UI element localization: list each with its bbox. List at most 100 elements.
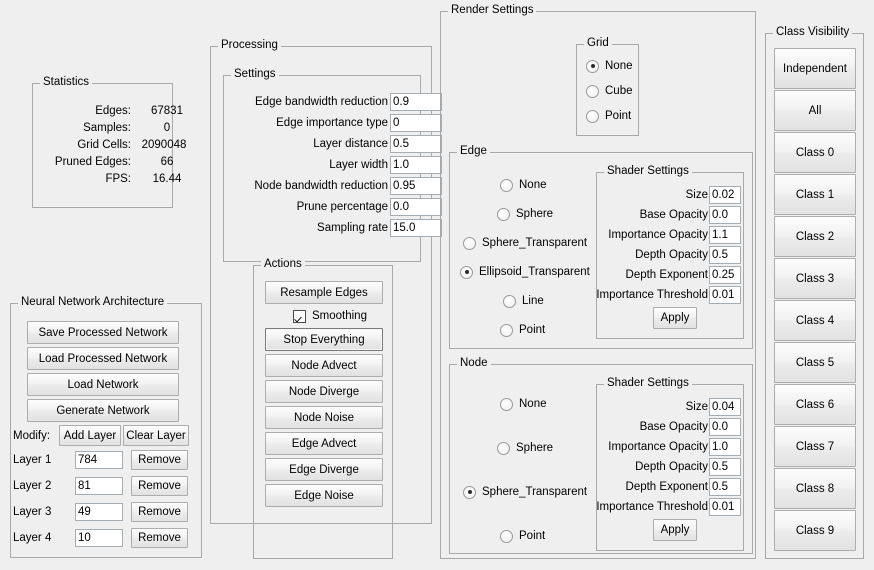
radio-icon <box>500 529 513 543</box>
node-bandwidth-reduction-label: Node bandwidth reduction <box>254 180 388 192</box>
edge-shader-apply-button[interactable]: Apply <box>653 307 697 329</box>
statistics-group: Statistics Edges: 67831 Samples: 0 Grid … <box>32 76 186 208</box>
grid-option-point[interactable]: Point <box>586 109 631 123</box>
class-visibility-class-0-button[interactable]: Class 0 <box>774 132 856 173</box>
layer-1-remove-button[interactable]: Remove <box>131 450 188 470</box>
node-option-sphere-label: Sphere <box>516 442 554 454</box>
node-shader-importance-opacity-label: Importance Opacity <box>608 441 708 453</box>
grid-group: Grid None Cube Point <box>576 37 639 136</box>
load-processed-network-button[interactable]: Load Processed Network <box>27 347 179 370</box>
grid-option-cube-label: Cube <box>605 85 633 97</box>
class-visibility-class-4-button[interactable]: Class 4 <box>774 300 856 341</box>
grid-option-none[interactable]: None <box>586 59 633 73</box>
node-shader-apply-button[interactable]: Apply <box>653 519 697 541</box>
edge-shader-depth-exponent-label: Depth Exponent <box>625 269 708 281</box>
node-option-sphere-transparent-label: Sphere_Transparent <box>482 486 588 498</box>
load-network-button[interactable]: Load Network <box>27 373 179 396</box>
layer-1-input[interactable] <box>75 451 123 469</box>
node-diverge-button[interactable]: Node Diverge <box>265 380 383 403</box>
layer-width-input[interactable] <box>390 156 442 174</box>
grid-option-cube[interactable]: Cube <box>586 84 633 98</box>
processing-group-title: Processing <box>218 39 281 51</box>
node-shader-depth-opacity-label: Depth Opacity <box>635 461 708 473</box>
class-visibility-all-button[interactable]: All <box>774 90 856 131</box>
statistics-value-samples: 0 <box>163 122 171 134</box>
layer-distance-input[interactable] <box>390 135 442 153</box>
radio-icon <box>460 265 473 279</box>
resample-edges-button[interactable]: Resample Edges <box>265 281 383 304</box>
node-noise-button[interactable]: Node Noise <box>265 406 383 429</box>
class-visibility-class-2-button[interactable]: Class 2 <box>774 216 856 257</box>
edge-noise-button[interactable]: Edge Noise <box>265 484 383 507</box>
edge-shader-importance-opacity-input[interactable] <box>709 226 741 244</box>
save-processed-network-button[interactable]: Save Processed Network <box>27 321 179 344</box>
node-option-none[interactable]: None <box>500 397 547 411</box>
node-option-point[interactable]: Point <box>500 529 545 543</box>
edge-shader-base-opacity-input[interactable] <box>709 206 741 224</box>
node-shader-importance-opacity-input[interactable] <box>709 438 741 456</box>
class-visibility-class-7-button[interactable]: Class 7 <box>774 426 856 467</box>
edge-option-point[interactable]: Point <box>500 323 545 337</box>
radio-icon <box>503 294 516 308</box>
edge-option-sphere[interactable]: Sphere <box>497 207 553 221</box>
layer-4-input[interactable] <box>75 529 123 547</box>
statistics-value-pruned-edges: 66 <box>160 156 174 168</box>
layer-distance-label: Layer distance <box>313 138 388 150</box>
radio-icon <box>500 397 513 411</box>
processing-group: Processing Settings Edge bandwidth reduc… <box>210 39 442 559</box>
class-visibility-class-1-button[interactable]: Class 1 <box>774 174 856 215</box>
prune-percentage-input[interactable] <box>390 198 442 216</box>
node-shader-depth-opacity-input[interactable] <box>709 458 741 476</box>
class-visibility-class-6-button[interactable]: Class 6 <box>774 384 856 425</box>
add-layer-button[interactable]: Add Layer <box>59 425 121 446</box>
stop-everything-button[interactable]: Stop Everything <box>265 328 383 351</box>
smoothing-checkbox[interactable]: Smoothing <box>293 308 393 324</box>
statistics-group-title: Statistics <box>40 76 93 88</box>
layer-2-input[interactable] <box>75 477 123 495</box>
node-shader-size-input[interactable] <box>709 398 741 416</box>
layer-2-remove-button[interactable]: Remove <box>131 476 188 496</box>
layer-3-remove-button[interactable]: Remove <box>131 502 188 522</box>
radio-icon <box>497 207 510 221</box>
edge-shader-importance-threshold-label: Importance Threshold <box>596 289 708 301</box>
layer-3-input[interactable] <box>75 503 123 521</box>
node-shader-base-opacity-label: Base Opacity <box>639 421 708 433</box>
clear-layer-button[interactable]: Clear Layer <box>123 425 189 446</box>
edge-shader-size-input[interactable] <box>709 186 741 204</box>
edge-option-ellipsoid-transparent[interactable]: Ellipsoid_Transparent <box>460 265 590 279</box>
class-visibility-class-8-button[interactable]: Class 8 <box>774 468 856 509</box>
modify-label: Modify: <box>13 430 51 442</box>
edge-importance-type-input[interactable] <box>390 114 442 132</box>
node-bandwidth-reduction-input[interactable] <box>390 177 442 195</box>
layer-4-remove-button[interactable]: Remove <box>131 528 188 548</box>
edge-advect-button[interactable]: Edge Advect <box>265 432 383 455</box>
sampling-rate-input[interactable] <box>390 219 442 237</box>
prune-percentage-label: Prune percentage <box>296 201 388 213</box>
edge-bandwidth-reduction-label: Edge bandwidth reduction <box>255 96 388 108</box>
edge-option-line[interactable]: Line <box>503 294 544 308</box>
edge-shader-depth-opacity-input[interactable] <box>709 246 741 264</box>
node-option-sphere[interactable]: Sphere <box>497 441 553 455</box>
generate-network-button[interactable]: Generate Network <box>27 399 179 422</box>
node-shader-importance-threshold-label: Importance Threshold <box>596 501 708 513</box>
node-advect-button[interactable]: Node Advect <box>265 354 383 377</box>
class-visibility-independent-button[interactable]: Independent <box>774 48 856 89</box>
edge-option-sphere-transparent[interactable]: Sphere_Transparent <box>463 236 587 250</box>
radio-icon <box>463 485 476 499</box>
node-shader-importance-threshold-input[interactable] <box>709 498 741 516</box>
edge-diverge-button[interactable]: Edge Diverge <box>265 458 383 481</box>
layer-2-label: Layer 2 <box>13 480 52 492</box>
edge-option-sphere-label: Sphere <box>516 208 554 220</box>
class-visibility-class-3-button[interactable]: Class 3 <box>774 258 856 299</box>
node-option-sphere-transparent[interactable]: Sphere_Transparent <box>463 485 587 499</box>
edge-shader-depth-exponent-input[interactable] <box>709 266 741 284</box>
render-settings-group: Render Settings Grid None Cube Point Edg… <box>440 4 756 559</box>
node-shader-base-opacity-input[interactable] <box>709 418 741 436</box>
edge-bandwidth-reduction-input[interactable] <box>390 93 442 111</box>
edge-shader-importance-threshold-input[interactable] <box>709 286 741 304</box>
processing-actions-title: Actions <box>261 258 305 270</box>
class-visibility-class-5-button[interactable]: Class 5 <box>774 342 856 383</box>
node-shader-depth-exponent-input[interactable] <box>709 478 741 496</box>
class-visibility-class-9-button[interactable]: Class 9 <box>774 510 856 551</box>
edge-option-none[interactable]: None <box>500 178 547 192</box>
